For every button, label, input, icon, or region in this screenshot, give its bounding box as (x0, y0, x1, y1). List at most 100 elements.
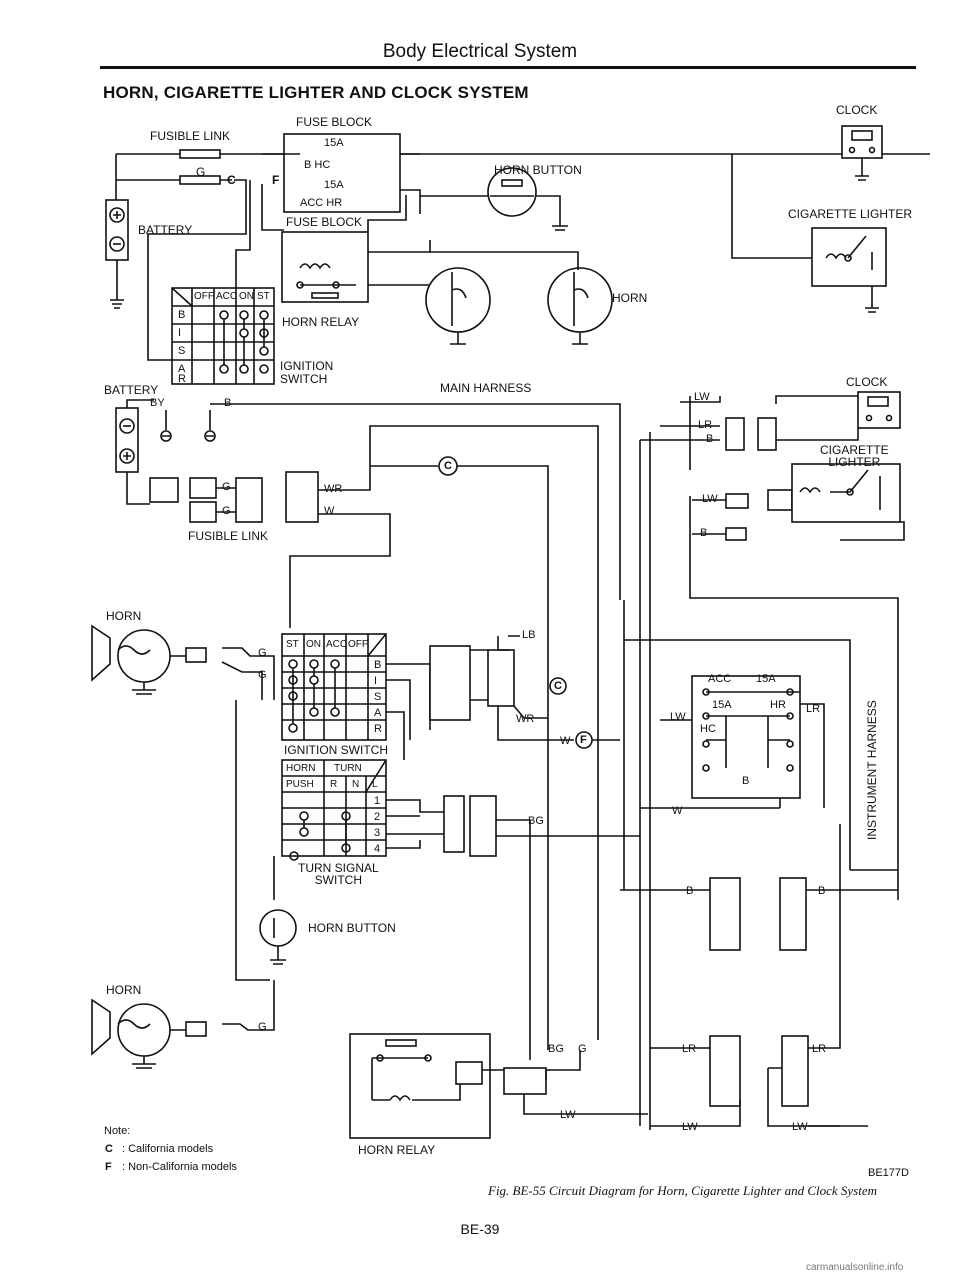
fuse-15a-1: 15A (324, 137, 344, 149)
wire-lw6: LW (792, 1121, 808, 1133)
hc-label: HC (700, 723, 716, 735)
fuse-15a-2: 15A (324, 179, 344, 191)
horn-label: HORN (612, 291, 648, 305)
fusible-link-label: FUSIBLE LINK (150, 129, 231, 143)
figure-caption: Fig. BE-55 Circuit Diagram for Horn, Cig… (488, 1183, 878, 1198)
horn-symbol-2 (547, 267, 613, 333)
fusible-link-harness-label: FUSIBLE LINK (188, 529, 269, 543)
instrument-harness-label: INSTRUMENT HARNESS (865, 700, 960, 852)
turn-sub-push: PUSH (286, 779, 314, 790)
wire-bg2: BG (548, 1043, 564, 1055)
section-header: Body Electrical System (382, 41, 578, 62)
schematic-section (105, 125, 930, 385)
fuse-block (283, 133, 401, 213)
clock-harness-symbol (857, 391, 901, 429)
cigarette-lighter-symbol (811, 227, 887, 287)
ign-col-on: ON (239, 291, 254, 302)
ignition-switch-table (171, 287, 275, 385)
wire-lw3: LW (670, 711, 686, 723)
horn-relay-harness-label: HORN RELAY (358, 1143, 436, 1157)
ign-col-off: OFF (194, 291, 214, 302)
ign-row-r: R (178, 373, 186, 385)
wire-b2: B (706, 433, 714, 445)
b-in-box: B (742, 775, 750, 787)
horn-button-harness-symbol (259, 909, 297, 947)
fuse-b-hc: B HC (304, 159, 331, 171)
ign-h-col-st: ST (286, 639, 299, 650)
horn-relay-box (281, 231, 369, 303)
horn-top-symbol (91, 624, 111, 682)
wire-b4: B (686, 885, 694, 897)
wire-b: B (224, 397, 232, 409)
turn-sub-l: L (372, 779, 378, 790)
note-f-mark: F (105, 1161, 112, 1173)
mark-f: F (272, 173, 280, 187)
turn-header-horn: HORN (286, 763, 316, 774)
horn-symbol-1 (425, 267, 491, 333)
fuse-15a-harness-2: 15A (712, 699, 732, 711)
cigarette-lighter-label: CIGARETTE LIGHTER (788, 207, 913, 221)
ign-h-row-i: I (374, 675, 378, 687)
ign-h-row-s: S (374, 691, 382, 703)
fuse-block-label-bottom: FUSE BLOCK (286, 215, 363, 229)
turn-sub-n: N (352, 779, 360, 790)
ign-h-col-on: ON (306, 639, 321, 650)
horn-bottom-symbol (91, 998, 111, 1056)
horn-g1: G (258, 647, 267, 659)
note-f-text: : Non-California models (122, 1161, 237, 1173)
battery-label: BATTERY (138, 223, 193, 237)
horn-button-label: HORN BUTTON (494, 163, 582, 177)
mark-c2: C (554, 680, 562, 692)
horn-relay-harness-box (349, 1033, 491, 1139)
note-heading: Note: (104, 1125, 131, 1137)
wire-g4: G (578, 1043, 587, 1055)
figure-code: BE177D (868, 1167, 909, 1179)
mark-c: C (227, 173, 236, 187)
horn-g2: G (258, 669, 267, 681)
clock-connector-left (725, 417, 745, 451)
ignition-switch-harness-label: IGNITION SWITCH (284, 743, 388, 757)
wire-b3: B (700, 527, 708, 539)
fusible-link-element (179, 149, 221, 159)
wire-lw: LW (694, 391, 710, 403)
ign-row-b: B (178, 309, 186, 321)
ign-col-acc: ACC (216, 291, 238, 302)
wire-lr: LR (698, 419, 713, 431)
watermark: carmanualsonline.info (806, 1262, 904, 1273)
fuse-15a-harness: 15A (756, 673, 776, 685)
wire-lr3: LR (812, 1043, 827, 1055)
ign-row-s: S (178, 345, 186, 357)
wire-wr: WR (324, 483, 343, 495)
wire-lb: LB (522, 629, 536, 641)
wire-w2: W (560, 735, 571, 747)
main-harness-label: MAIN HARNESS (440, 381, 532, 395)
ign-row-a: A (178, 363, 186, 375)
wire-g-label: G (196, 165, 206, 179)
turn-row-2: 2 (374, 811, 381, 823)
horn-button-harness-label: HORN BUTTON (308, 921, 396, 935)
battery-harness-label: BATTERY (104, 383, 159, 397)
wire-lw4: LW (560, 1109, 576, 1121)
page-number: BE-39 (460, 1221, 500, 1237)
wire-b5: B (818, 885, 826, 897)
horn-bottom-label: HORN (106, 983, 142, 997)
ignition-switch-harness-table (281, 633, 387, 741)
ign-h-row-r: R (374, 723, 382, 735)
ign-h-col-acc: ACC (326, 639, 348, 650)
wire-bg: BG (528, 815, 544, 827)
note-c-text: : California models (122, 1143, 214, 1155)
instrument-harness-text: INSTRUMENT HARNESS (865, 700, 879, 840)
ign-h-row-b: B (374, 659, 382, 671)
horn-relay-label: HORN RELAY (282, 315, 360, 329)
lr-right-label: LR (806, 703, 821, 715)
wire-g2: G (222, 505, 231, 517)
instrument-fuse-box (691, 675, 801, 799)
turn-header-turn: TURN (334, 763, 362, 774)
fusible-link-element-2 (179, 175, 221, 185)
ign-col-st: ST (257, 291, 270, 302)
horn-top-label: HORN (106, 609, 142, 623)
wire-lw2: LW (702, 493, 718, 505)
cigarette-lighter-harness-label: CIGARETTE LIGHTER (820, 443, 889, 469)
turn-sub-r: R (330, 779, 338, 790)
wire-wr2: WR (516, 713, 535, 725)
